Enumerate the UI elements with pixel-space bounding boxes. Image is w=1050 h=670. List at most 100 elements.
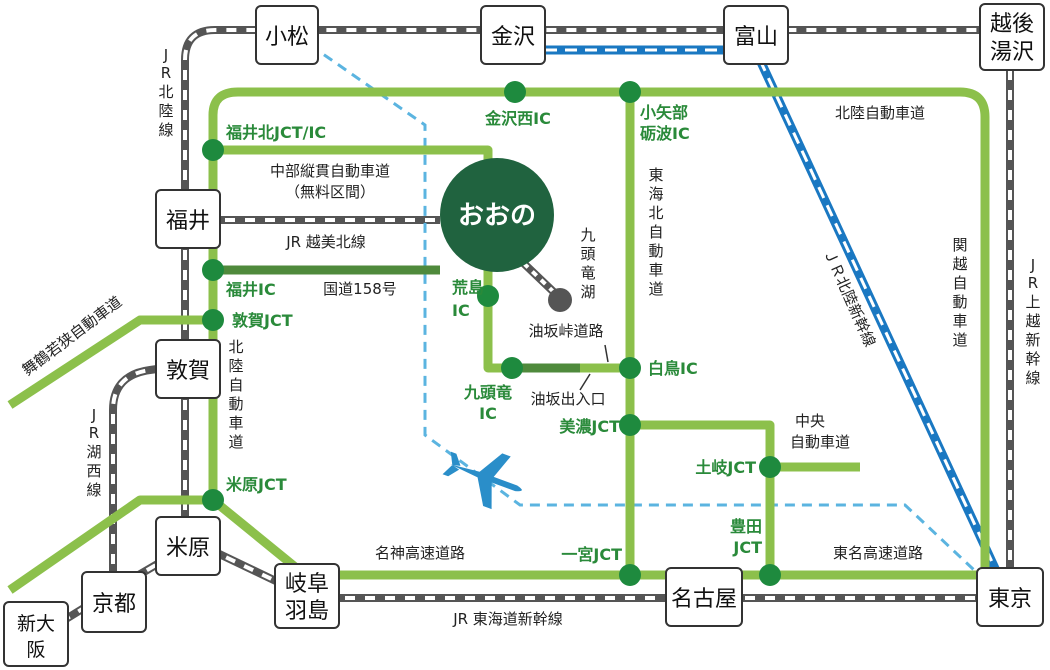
ic-arashima-2: IC	[452, 301, 470, 320]
jr-hokuriku-line-char: 陸	[158, 102, 173, 120]
station-tsuruga-label: 敦賀	[166, 359, 210, 384]
ic-toki: 土岐JCT	[695, 458, 756, 477]
tokai-hokuriku-char: 東	[648, 166, 663, 184]
jr-joetsu-char: J	[1030, 256, 1035, 274]
station-maibara: 米原	[155, 516, 221, 576]
jr-joetsu-char: 線	[1025, 369, 1040, 387]
kanetsu-char: 関	[952, 236, 967, 254]
kuzuryu-lake-char: 竜	[580, 264, 595, 282]
kanetsu-char: 越	[952, 255, 967, 273]
station-nagoya: 名古屋	[665, 567, 743, 627]
jr-kosei-char: 線	[86, 481, 101, 499]
ic-arashima-1: 荒島	[451, 278, 484, 297]
station-shin-osaka-label-1: 新大	[17, 613, 55, 635]
ic-shirotori: 白鳥IC	[648, 359, 698, 378]
hokuriku-exp-char: 動	[228, 395, 243, 413]
ic-fukui: 福井IC	[225, 280, 276, 299]
tokai-hokuriku-char: 道	[648, 280, 663, 298]
station-fukui-label: 福井	[166, 209, 210, 234]
kanetsu-char: 自	[952, 274, 967, 292]
ic-toyota-2: JCT	[732, 538, 762, 557]
station-echigo-yuzawa: 越後 湯沢	[979, 3, 1045, 71]
hokuriku-exp-char: 道	[228, 433, 243, 451]
ic-toyota-1: 豊田	[730, 517, 762, 536]
station-fukui: 福井	[155, 189, 221, 249]
tokai-hokuriku-char: 北	[648, 204, 663, 222]
kuzuryu-lake-marker	[548, 288, 572, 312]
ic-dot-shirotori	[619, 357, 641, 379]
ic-tsuruga: 敦賀JCT	[232, 311, 293, 330]
jr-hokuriku-line-char: R	[161, 64, 171, 82]
station-shin-osaka-label-2: 阪	[26, 639, 45, 661]
station-gifu-hashima-label-1: 岐阜	[285, 572, 329, 597]
ic-dot-ichinomiya	[619, 564, 641, 586]
kuzuryu-lake-char: 湖	[580, 283, 595, 301]
jr-kosei-char: 湖	[86, 443, 101, 461]
jr-kosei-char: J	[91, 406, 96, 424]
ic-dot-oyabe-tonami	[619, 81, 641, 103]
kanetsu-char: 車	[952, 312, 967, 330]
ono-label: おおの	[458, 201, 536, 231]
jr-kosei-char: 西	[86, 462, 101, 480]
station-nagoya-label: 名古屋	[671, 587, 737, 612]
hokuriku-exp-char: 北	[228, 338, 243, 356]
ic-kuzuryu-2: IC	[479, 404, 497, 423]
ono-center: おおの	[440, 158, 554, 272]
ic-kuzuryu-1: 九頭竜	[463, 383, 512, 402]
label-jr-etsumi: JR 越美北線	[285, 233, 366, 251]
hokuriku-exp-char: 陸	[228, 357, 243, 375]
kuzuryu-lake-char: 頭	[580, 245, 595, 263]
station-echigo-yuzawa-label-1: 越後	[990, 12, 1034, 37]
kanetsu-char: 道	[952, 331, 967, 349]
airplane-icon	[442, 451, 522, 510]
label-meishin: 名神高速道路	[375, 544, 465, 562]
ic-kanazawa-nishi: 金沢西IC	[484, 109, 551, 128]
ic-dots	[202, 81, 781, 586]
jr-hokuriku-line-char: 北	[158, 83, 173, 101]
station-toyama: 富山	[723, 5, 789, 65]
jr-joetsu-char: R	[1028, 274, 1038, 292]
station-gifu-hashima: 岐阜 羽島	[274, 563, 340, 629]
label-chubu-jukan-2: （無料区間）	[285, 183, 375, 201]
ic-dot-toyota	[759, 564, 781, 586]
label-aburasaka-road: 油坂峠道路	[528, 322, 603, 340]
station-maibara-label: 米原	[166, 536, 210, 561]
label-aburasaka-exit: 油坂出入口	[530, 390, 605, 408]
station-kyoto: 京都	[81, 571, 147, 633]
tokai-hokuriku-char: 自	[648, 223, 663, 241]
jr-joetsu-char: 上	[1025, 293, 1040, 311]
station-tsuruga: 敦賀	[155, 339, 221, 399]
kuzuryu-lake-char: 九	[580, 226, 595, 244]
ic-mino: 美濃JCT	[559, 417, 620, 436]
label-chuo-2: 自動車道	[790, 433, 850, 451]
station-echigo-yuzawa-label-2: 湯沢	[990, 40, 1034, 65]
ic-oyabe-tonami-1: 小矢部	[640, 103, 688, 122]
label-hokuriku-expressway: 北陸自動車道	[835, 104, 925, 122]
ic-oyabe-tonami-2: 砺波IC	[640, 124, 690, 143]
ic-maibara: 米原JCT	[226, 475, 287, 494]
label-route158: 国道158号	[323, 280, 397, 298]
tokai-hokuriku-char: 海	[648, 185, 663, 203]
jr-joetsu-char: 新	[1025, 331, 1040, 349]
label-chuo-1: 中央	[795, 412, 825, 430]
station-toyama-label: 富山	[734, 25, 778, 50]
station-kanazawa-label: 金沢	[491, 25, 535, 50]
ic-dot-fukui-kita	[202, 139, 224, 161]
jr-hokuriku-line-char: 線	[158, 121, 173, 139]
national-routes	[213, 265, 580, 373]
ic-labels: 金沢西IC 小矢部 砺波IC 福井北JCT/IC 福井IC 敦賀JCT 荒島 I…	[225, 103, 762, 564]
label-jr-tokaido: JR 東海道新幹線	[452, 610, 563, 628]
station-tokyo: 東京	[976, 567, 1044, 627]
station-komatsu-label: 小松	[265, 25, 309, 50]
kanetsu-char: 動	[952, 293, 967, 311]
station-gifu-hashima-label-2: 羽島	[285, 599, 329, 624]
ic-ichinomiya: 一宮JCT	[561, 545, 622, 564]
ic-dot-toki	[759, 456, 781, 478]
station-komatsu: 小松	[255, 5, 319, 65]
ic-dot-arashima	[477, 285, 499, 307]
station-kyoto-label: 京都	[92, 592, 136, 617]
ic-dot-tsuruga	[202, 309, 224, 331]
hokuriku-shinkansen	[545, 45, 1010, 592]
station-shin-osaka: 新大 阪	[3, 601, 69, 667]
